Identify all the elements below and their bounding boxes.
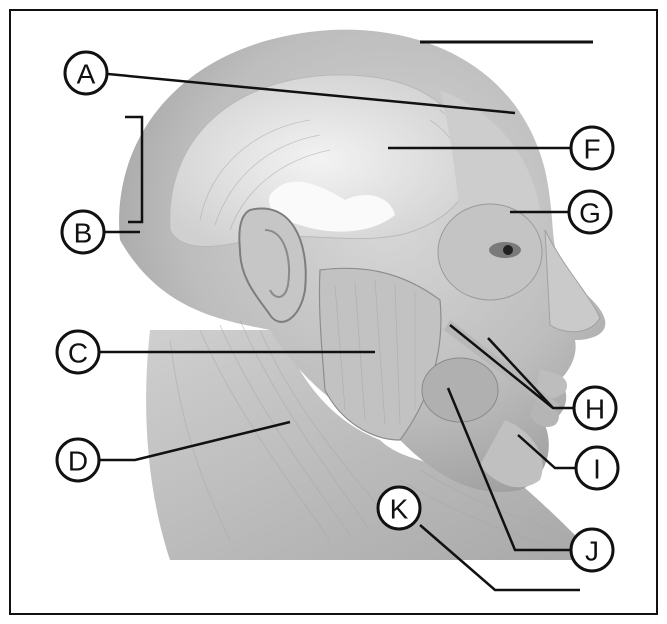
label-i: I <box>576 447 618 489</box>
label-i-text: I <box>593 454 601 485</box>
label-f-text: F <box>583 134 600 165</box>
label-d-text: D <box>68 446 88 477</box>
nose <box>545 230 600 332</box>
label-h: H <box>574 387 616 429</box>
label-j-text: J <box>585 536 599 567</box>
label-c: C <box>57 331 99 373</box>
label-b-text: B <box>74 218 93 249</box>
label-d: D <box>57 439 99 481</box>
label-c-text: C <box>68 338 88 369</box>
label-a: A <box>65 52 107 94</box>
label-a-text: A <box>77 59 96 90</box>
label-h-text: H <box>585 394 605 425</box>
buccinator-muscle <box>422 358 498 422</box>
label-g-text: G <box>579 198 601 229</box>
label-j: J <box>571 529 613 571</box>
label-k: K <box>378 487 420 529</box>
pupil <box>503 245 513 255</box>
label-b: B <box>62 211 104 253</box>
label-f: F <box>571 127 613 169</box>
label-k-text: K <box>390 494 409 525</box>
label-g: G <box>569 191 611 233</box>
